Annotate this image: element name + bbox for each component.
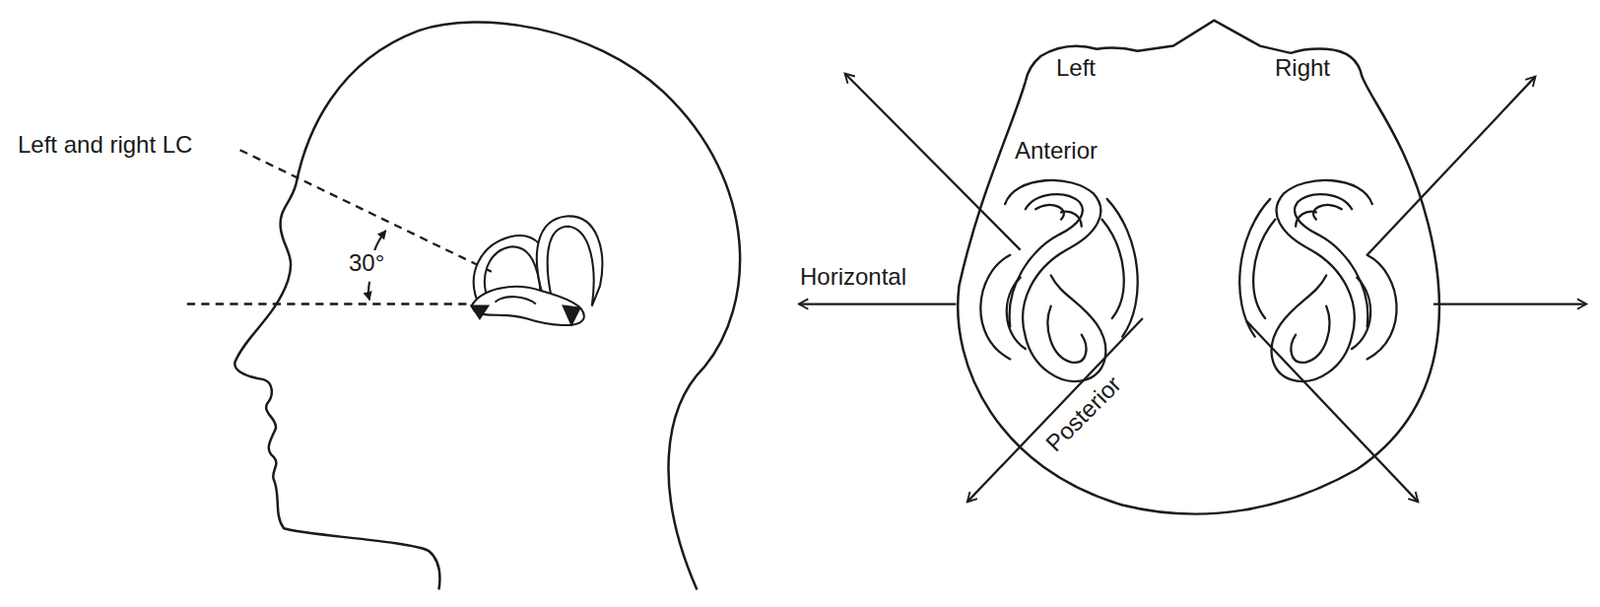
canal-label: Horizontal: [798, 264, 909, 290]
side-label: Left: [1054, 55, 1098, 81]
canal-label: Anterior: [1012, 137, 1100, 164]
line-label: Left and right LC: [15, 132, 195, 158]
side-label: Right: [1272, 55, 1333, 81]
angle-label: 30°: [346, 250, 387, 276]
